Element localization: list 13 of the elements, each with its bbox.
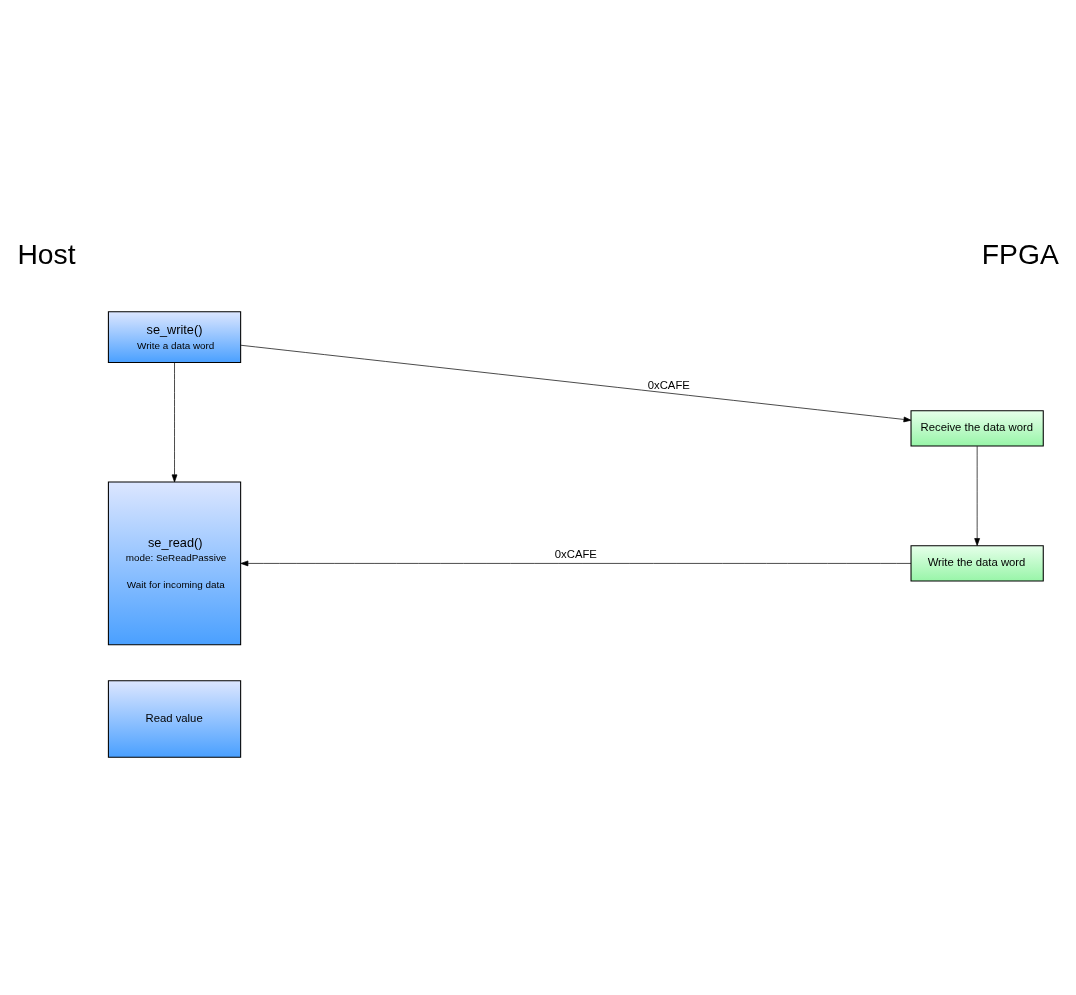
- arrow: [240, 344, 912, 422]
- edge-label: 0xCAFE: [647, 378, 690, 391]
- node-box: Receive the data word: [910, 409, 1044, 447]
- node-box: Write the data word: [910, 544, 1044, 582]
- arrow: [974, 445, 980, 546]
- label: FPGA: [981, 237, 1059, 270]
- node-box: se_read() mode: SeReadPassive Wait for incoming data: [107, 481, 242, 645]
- label: Host: [17, 237, 76, 270]
- node-box: Read value: [107, 679, 242, 758]
- edge-label: 0xCAFE: [554, 547, 597, 560]
- arrow: [171, 361, 178, 482]
- arrow: [240, 560, 912, 566]
- node-box: se_write() Write a data word: [107, 310, 242, 363]
